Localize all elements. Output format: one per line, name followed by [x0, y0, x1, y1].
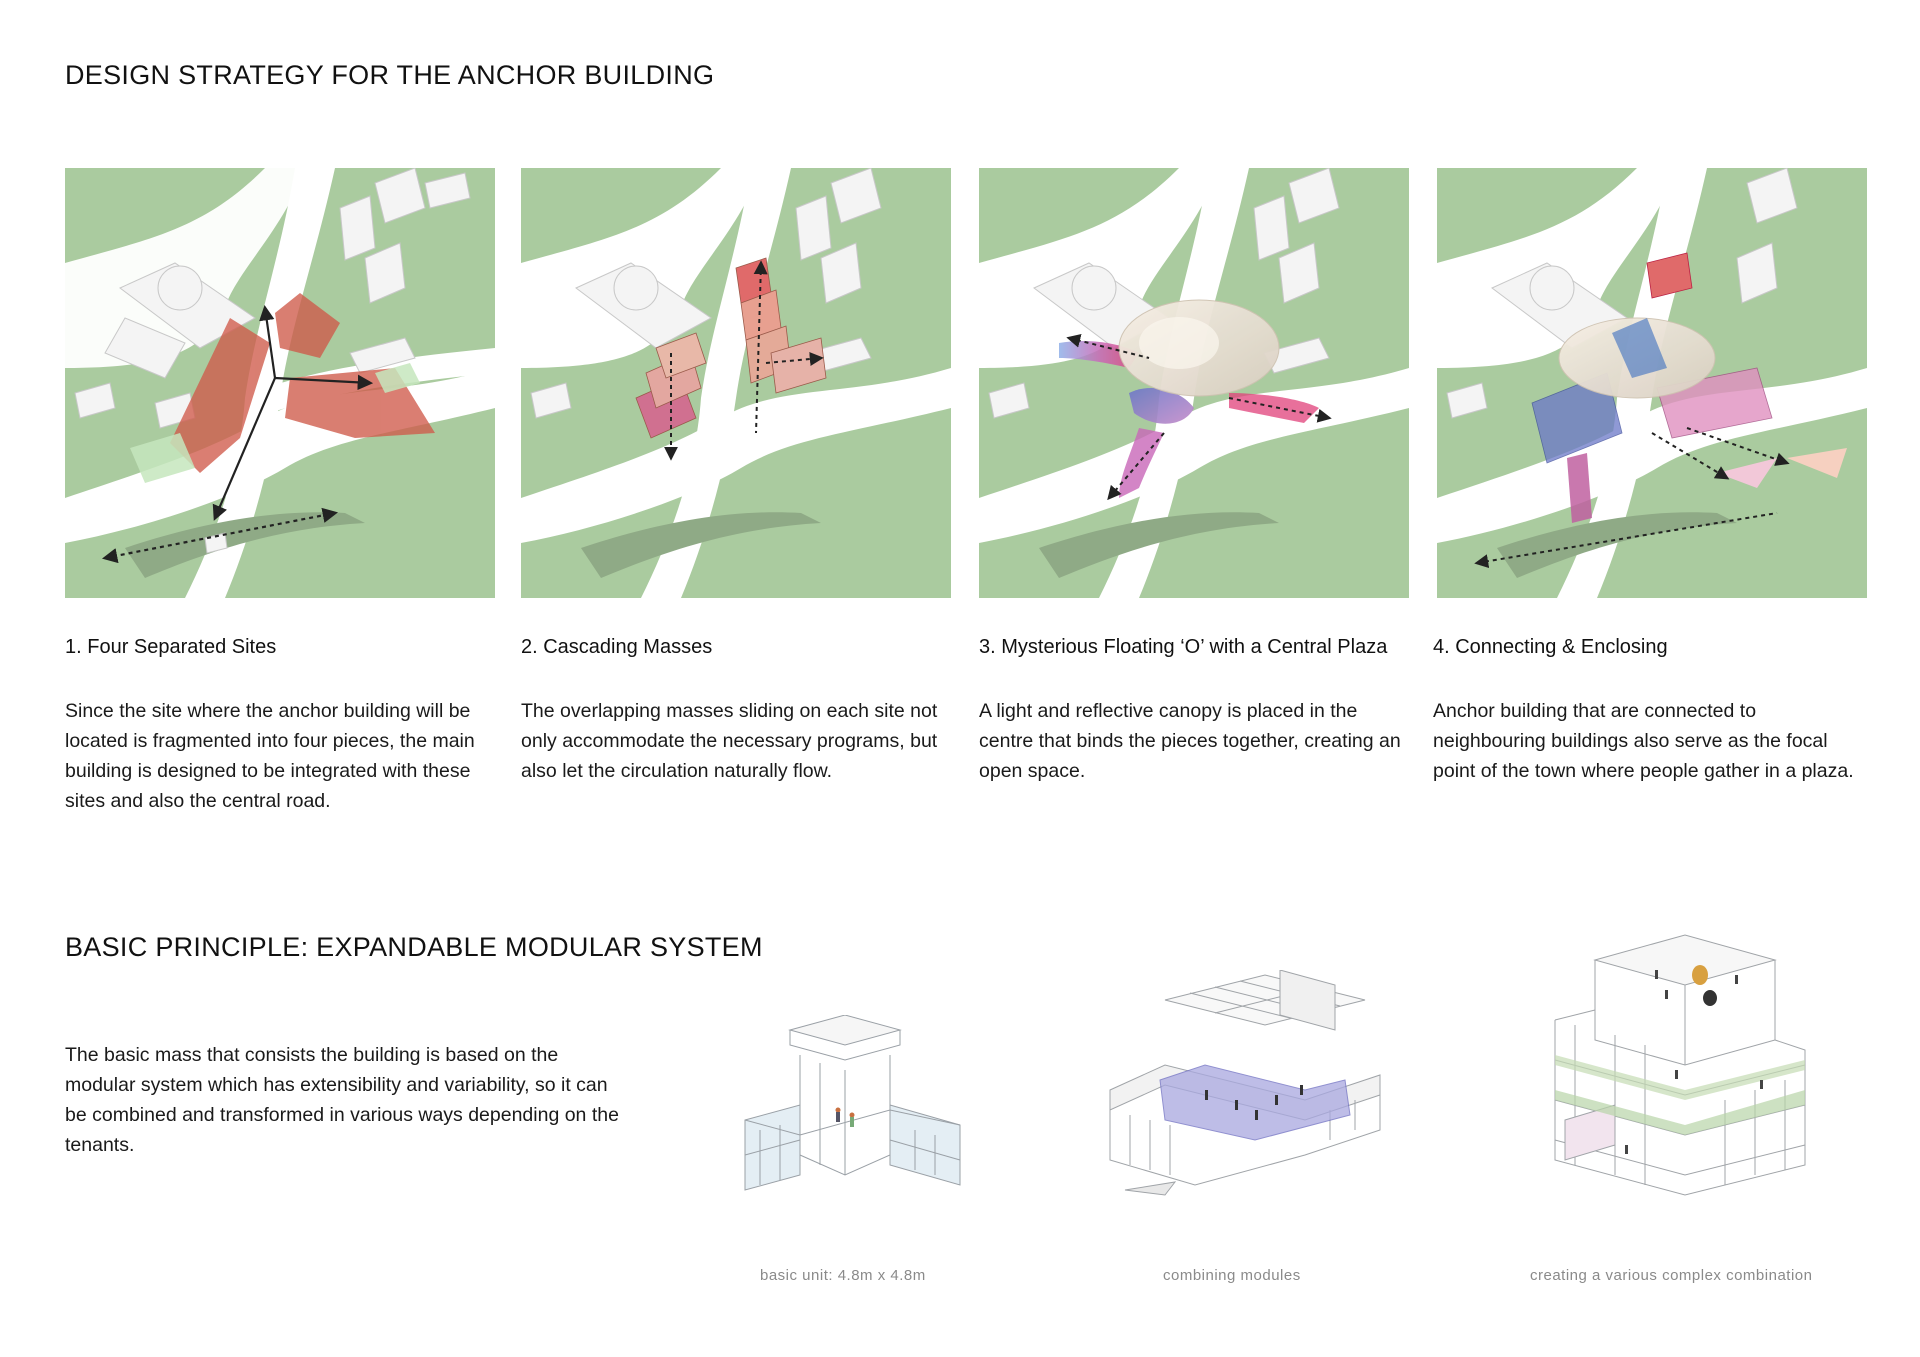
complex-combination-drawing	[1535, 930, 1825, 1230]
site-diagram-2	[521, 168, 951, 598]
step-1-body: Since the site where the anchor building…	[65, 700, 475, 812]
combining-modules-caption: combining modules	[1163, 1267, 1301, 1284]
site-diagram-4	[1437, 168, 1867, 598]
basic-unit-caption: basic unit: 4.8m x 4.8m	[760, 1267, 926, 1284]
section-heading-strategy: DESIGN STRATEGY FOR THE ANCHOR BUILDING	[65, 60, 715, 90]
step-1-title: 1. Four Separated Sites	[65, 636, 277, 658]
site-diagram-1	[65, 168, 495, 598]
section-heading-principle: BASIC PRINCIPLE: EXPANDABLE MODULAR SYST…	[65, 932, 763, 962]
step-3-title: 3. Mysterious Floating ‘O’ with a Centra…	[979, 636, 1388, 658]
basic-unit-drawing	[740, 1014, 970, 1205]
combining-modules-drawing	[1105, 969, 1385, 1205]
step-3-body: A light and reflective canopy is placed …	[979, 700, 1401, 782]
site-diagram-3	[979, 168, 1409, 598]
step-4-body: Anchor building that are connected to ne…	[1433, 700, 1854, 782]
step-2-title: 2. Cascading Masses	[521, 636, 713, 658]
step-4-title: 4. Connecting & Enclosing	[1433, 636, 1668, 658]
step-2-body: The overlapping masses sliding on each s…	[521, 700, 938, 782]
complex-combination-caption: creating a various complex combination	[1530, 1267, 1813, 1284]
principle-description: The basic mass that consists the buildin…	[65, 1044, 619, 1156]
